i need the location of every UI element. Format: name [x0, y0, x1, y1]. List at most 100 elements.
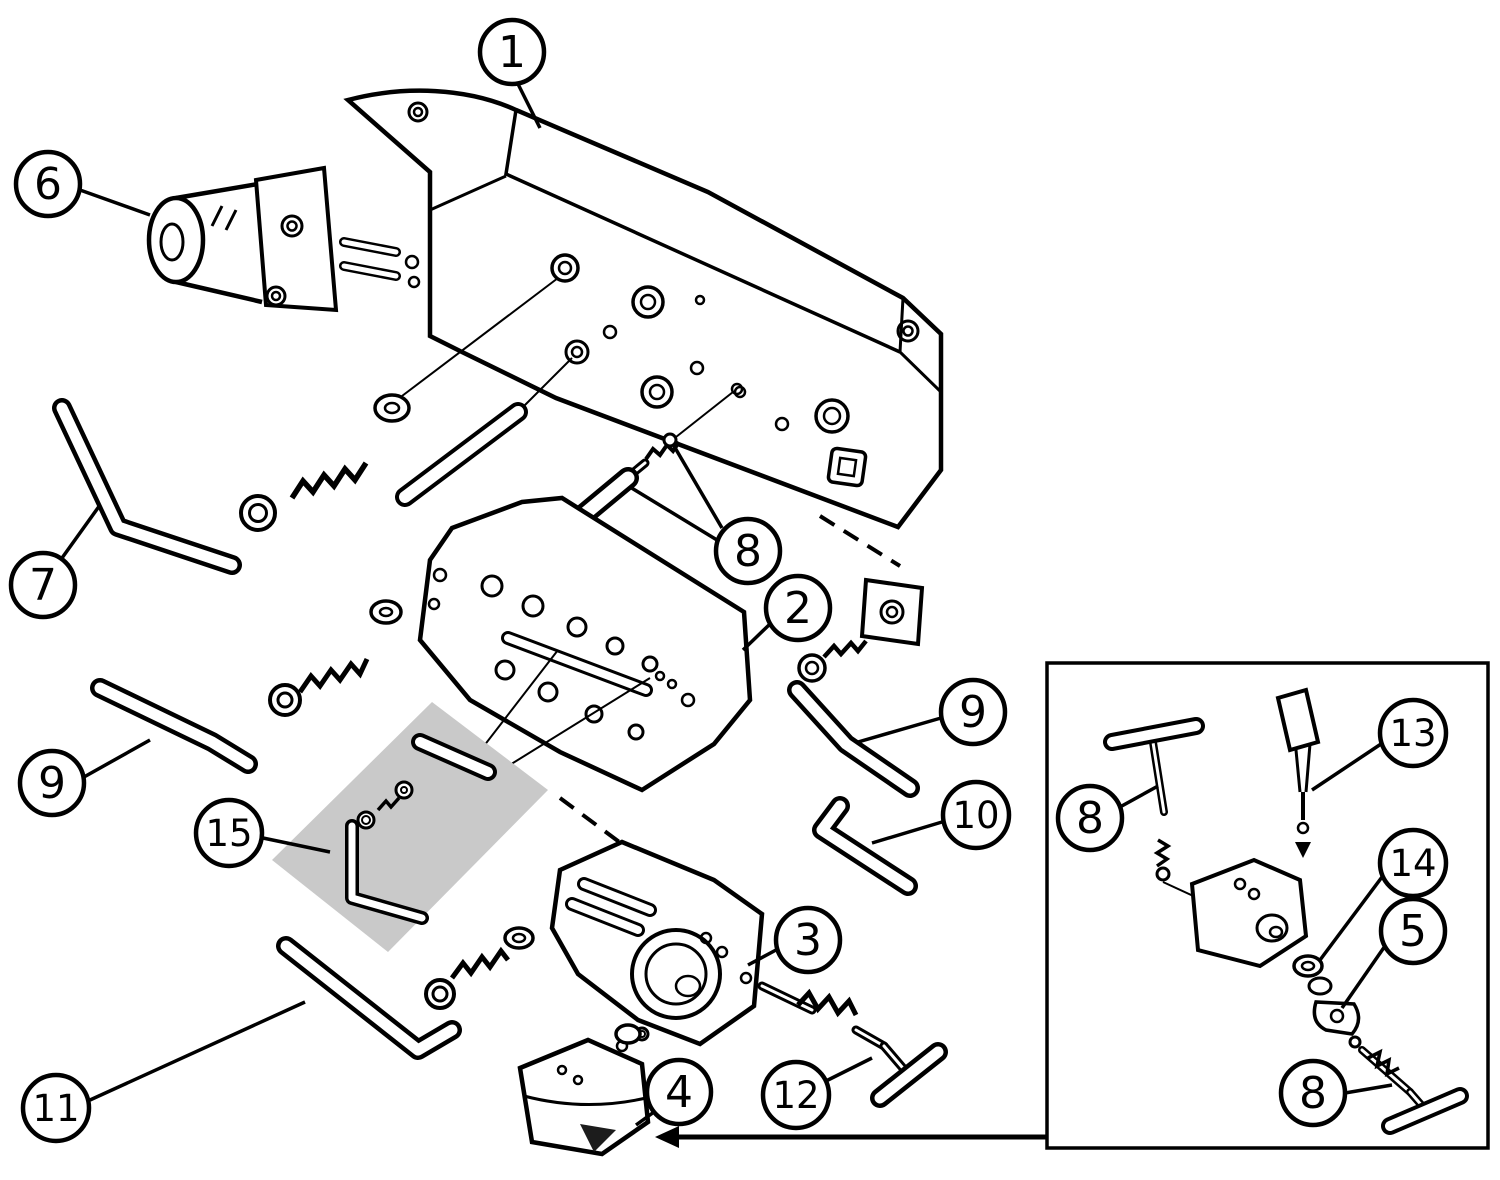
- clamp-plate: [253, 165, 339, 313]
- cylinder-end: [146, 195, 206, 285]
- hex-key-10: [812, 796, 918, 896]
- svg-text:8: 8: [1076, 793, 1104, 844]
- svg-text:12: 12: [772, 1074, 819, 1117]
- hex-key-9-right: [787, 680, 920, 798]
- arrowhead: [655, 1126, 679, 1148]
- svg-text:7: 7: [29, 560, 57, 611]
- callout-6: 6: [13, 149, 83, 219]
- svg-text:9: 9: [38, 758, 66, 809]
- coil-spring: [449, 946, 510, 980]
- inset-torque-tool-13: [1275, 687, 1321, 858]
- spare-kit-panel-15: [272, 702, 548, 952]
- hex-key-11: [276, 936, 462, 1060]
- dowel-pin: [395, 357, 573, 507]
- cap-screw-spring-washer-lower: [424, 926, 535, 1010]
- cutting-insert: [580, 1124, 616, 1152]
- inset-reference-arrow: [655, 1126, 1047, 1148]
- svg-text:15: 15: [205, 812, 252, 855]
- coil-spring: [1367, 1048, 1400, 1078]
- callout-2: 2: [763, 573, 833, 643]
- socket-screw-head: [797, 653, 827, 683]
- adjusting-screw-12: [757, 981, 948, 1108]
- callout-14: 14: [1377, 827, 1449, 899]
- set-screw: [356, 810, 376, 830]
- dashed-axis-line: [558, 796, 624, 846]
- callout-10: 10: [940, 779, 1012, 851]
- socket-screw-head: [239, 494, 277, 532]
- inset-t-wrench-8: [1103, 717, 1205, 901]
- washer: [373, 393, 411, 423]
- callout-4: 4: [644, 1057, 714, 1127]
- callout-9-left: 9: [17, 748, 87, 818]
- washer: [614, 1023, 642, 1045]
- hex-key-9-left: [90, 678, 258, 774]
- square-port: [826, 446, 868, 488]
- washer: [394, 780, 414, 800]
- coil-spring: [1153, 838, 1172, 868]
- inset-washers-14: [1292, 954, 1333, 996]
- part-4-cutting-head: [517, 1023, 651, 1157]
- part-2-slide-plate: [417, 495, 753, 793]
- socket-screw-head: [268, 683, 302, 717]
- part-1-holes: [407, 101, 920, 488]
- coil-spring: [644, 440, 681, 461]
- svg-text:8: 8: [1299, 1068, 1327, 1119]
- part-1-top-edge: [504, 109, 901, 354]
- hex-key-7: [52, 398, 242, 575]
- leader-lines: [60, 83, 1393, 1127]
- callout-13: 13: [1377, 697, 1449, 769]
- svg-text:14: 14: [1389, 842, 1436, 885]
- coil-spring: [822, 639, 868, 659]
- tiny-screw: [1348, 1035, 1362, 1049]
- bore: [630, 928, 722, 1020]
- svg-text:9: 9: [959, 687, 987, 738]
- callout-11: 11: [20, 1072, 92, 1144]
- part-4-outline: [517, 1037, 651, 1157]
- callout-12: 12: [760, 1059, 832, 1131]
- svg-text:1: 1: [498, 27, 526, 78]
- svg-text:10: 10: [952, 794, 999, 837]
- set-screw: [662, 432, 678, 448]
- coil-spring: [796, 988, 859, 1018]
- part-1-right-edge: [898, 297, 943, 394]
- inset-screw-t-handle-8: [1358, 1046, 1469, 1135]
- callout-3: 3: [773, 905, 843, 975]
- washer: [503, 926, 535, 950]
- part-3-cartridge: [549, 839, 765, 1053]
- washer: [369, 599, 403, 625]
- dashed-axis-line: [818, 514, 902, 568]
- inset-clamp-5: [1312, 1000, 1362, 1049]
- cap-screw-spring-washer-upper: [239, 277, 559, 532]
- part-6-adjustment-unit: [146, 165, 421, 313]
- svg-text:6: 6: [34, 159, 62, 210]
- coil-spring: [376, 796, 401, 812]
- svg-text:4: 4: [665, 1067, 693, 1118]
- coil-spring: [289, 461, 369, 500]
- callout-8-inset-bottom: 8: [1278, 1058, 1348, 1128]
- callout-1: 1: [477, 17, 547, 87]
- tool-handle: [1275, 687, 1321, 753]
- callout-5: 5: [1378, 896, 1448, 966]
- part-2-outline: [417, 495, 753, 793]
- coil-spring: [297, 657, 370, 694]
- callout-9-right: 9: [938, 677, 1008, 747]
- svg-text:5: 5: [1399, 906, 1427, 957]
- stop-cube: [859, 577, 925, 647]
- callout-7: 7: [8, 550, 78, 620]
- svg-text:2: 2: [784, 583, 812, 634]
- socket-screw-head: [424, 978, 456, 1010]
- stop-cube-and-screw: [797, 577, 925, 683]
- part-2-holes: [427, 567, 696, 741]
- svg-text:11: 11: [32, 1087, 79, 1130]
- svg-text:3: 3: [794, 915, 822, 966]
- callout-8-inset-top: 8: [1055, 783, 1125, 853]
- cap-screw-spring-washer-middle: [268, 599, 403, 717]
- inset-cutting-head: [1189, 857, 1309, 969]
- svg-text:13: 13: [1389, 712, 1436, 755]
- part-1-main-body: [343, 88, 944, 530]
- svg-text:8: 8: [734, 526, 762, 577]
- tip-arrow: [1295, 842, 1311, 858]
- part-1-left-edge: [429, 174, 507, 212]
